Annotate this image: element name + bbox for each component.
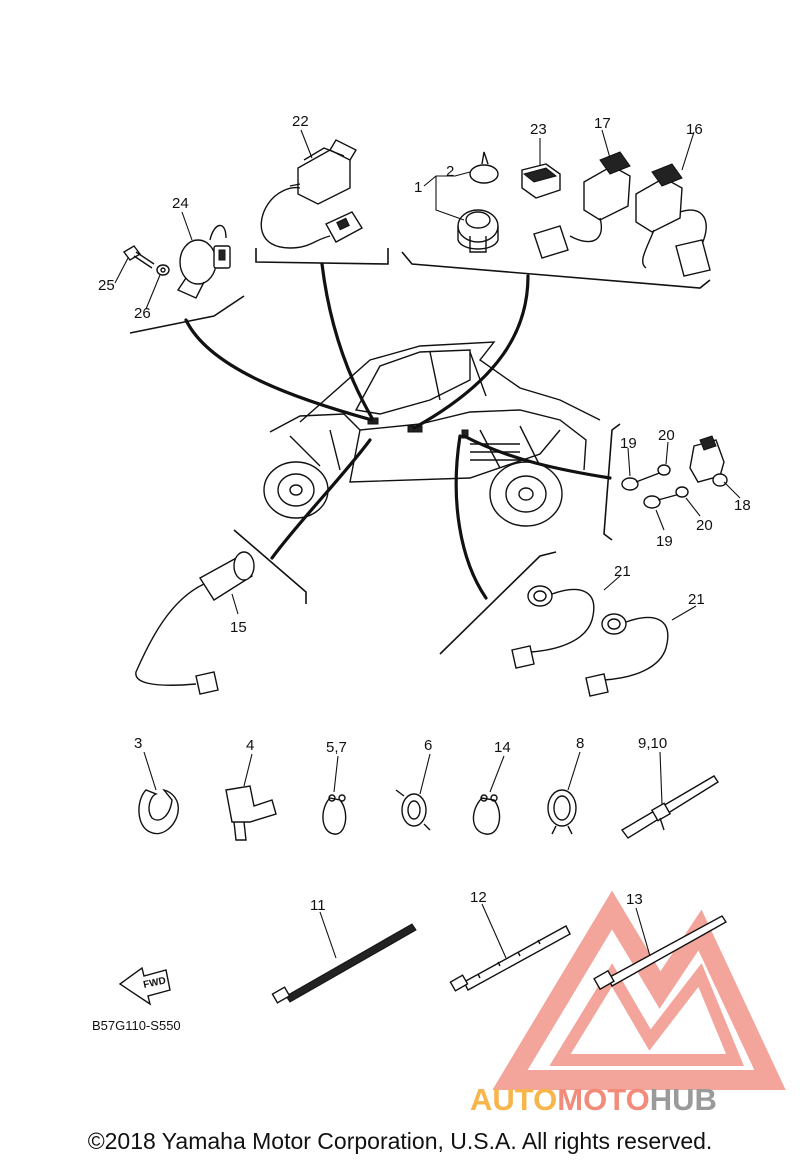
callout-2: 2	[446, 163, 454, 180]
part-14-clip	[472, 794, 501, 835]
part-12-cable-tie	[449, 925, 571, 992]
bracket-top-center	[255, 248, 389, 265]
callout-19-b: 19	[656, 533, 673, 550]
callout-18: 18	[734, 497, 751, 514]
part-21-harness-b	[585, 613, 669, 697]
part-4-clip	[225, 785, 277, 841]
watermark-logo	[492, 890, 786, 1090]
callout-9-10: 9,10	[638, 735, 667, 752]
watermark-brand: AUTOMOTOHUB	[470, 1082, 717, 1118]
callout-11: 11	[310, 897, 326, 914]
callout-23: 23	[530, 121, 547, 138]
watermark-hub: HUB	[649, 1082, 717, 1117]
part-22-harness	[260, 139, 363, 249]
part-18-sensor	[689, 435, 728, 487]
callout-16: 16	[686, 121, 703, 138]
callout-13: 13	[626, 891, 643, 908]
part-8-clip	[547, 789, 577, 835]
bracket-top-left	[129, 295, 245, 334]
callout-4: 4	[246, 737, 254, 754]
callout-22: 22	[292, 113, 309, 130]
callout-1: 1	[414, 179, 422, 196]
callout-26: 26	[134, 305, 151, 322]
callout-20-b: 20	[696, 517, 713, 534]
vehicle-illustration	[263, 341, 601, 527]
callout-8: 8	[576, 735, 584, 752]
callout-15: 15	[230, 619, 247, 636]
watermark-auto: AUTO	[470, 1082, 558, 1117]
connector-lines	[184, 262, 612, 600]
part-11-cable-tie	[271, 923, 417, 1004]
part-19-bolt-a	[621, 471, 663, 491]
part-21-harness-a	[511, 585, 595, 669]
part-17-switch	[533, 151, 631, 259]
callout-25: 25	[98, 277, 115, 294]
bracket-left-middle	[233, 529, 307, 604]
callout-14: 14	[494, 739, 511, 756]
watermark-moto: MOTO	[557, 1082, 650, 1117]
part-13-cable-tie	[593, 915, 728, 991]
part-25-bolt	[122, 245, 155, 269]
bracket-right-lower	[439, 551, 557, 655]
callout-21-a: 21	[614, 563, 631, 580]
part-20-washer-b	[675, 486, 689, 498]
part-20-washer-a	[657, 464, 671, 476]
part-23-switch	[521, 163, 561, 199]
part-24-sensor	[176, 224, 231, 299]
part-2-key-cap	[469, 151, 499, 184]
reference-code: B57G110-S550	[92, 1018, 181, 1033]
part-3-clamp	[138, 788, 179, 835]
callout-5-7: 5,7	[326, 739, 347, 756]
callout-3: 3	[134, 735, 142, 752]
callout-6: 6	[424, 737, 432, 754]
part-19-bolt-b	[643, 493, 681, 509]
copyright-notice: ©2018 Yamaha Motor Corporation, U.S.A. A…	[87, 1128, 713, 1154]
callout-19-a: 19	[620, 435, 637, 452]
part-16-switch	[635, 163, 711, 277]
callout-17: 17	[594, 115, 611, 132]
bracket-right	[603, 423, 621, 541]
callout-21-b: 21	[688, 591, 705, 608]
part-9-10-tie	[620, 775, 719, 839]
fwd-label: FWD	[142, 975, 167, 990]
callout-12: 12	[470, 889, 487, 906]
part-5-7-clip	[322, 794, 347, 835]
fwd-arrow-icon: FWD	[118, 966, 171, 1006]
bracket-top-right	[401, 251, 711, 289]
part-15-socket	[135, 551, 255, 695]
part-26-washer	[156, 264, 170, 276]
callout-24: 24	[172, 195, 189, 212]
part-6-clip	[395, 789, 431, 831]
part-1-ignition-switch	[457, 209, 499, 253]
callout-20-a: 20	[658, 427, 675, 444]
